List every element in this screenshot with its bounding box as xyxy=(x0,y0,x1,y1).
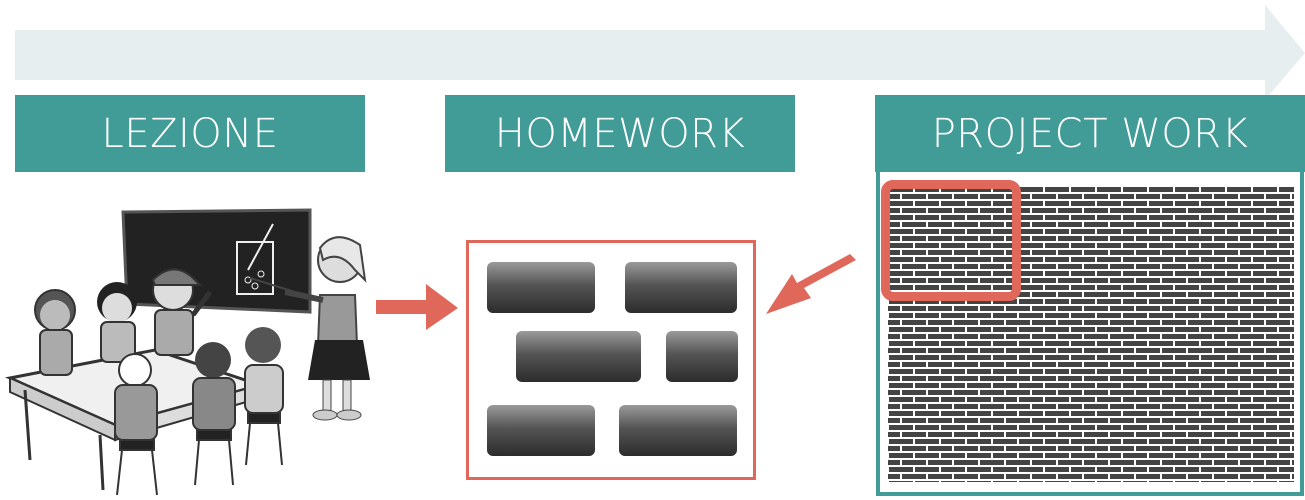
brick xyxy=(619,405,737,456)
brick xyxy=(666,331,738,382)
brick xyxy=(487,262,595,313)
classroom-illustration xyxy=(5,208,370,496)
red-arrow-icon xyxy=(766,254,856,314)
brick xyxy=(625,262,737,313)
homework-frame xyxy=(466,240,756,480)
brick xyxy=(516,331,641,382)
brick xyxy=(487,405,595,456)
stage-label-text: HOMEWORK xyxy=(494,110,746,157)
red-arrow-icon xyxy=(376,284,458,330)
timeline-arrow-icon xyxy=(15,5,1305,100)
wall-section-highlight xyxy=(881,180,1021,301)
stage-label-homework: HOMEWORK xyxy=(445,95,795,172)
brick-wall xyxy=(888,186,1294,482)
stage-label-text: PROJECT WORK xyxy=(931,110,1249,157)
stage-label-text: LEZIONE xyxy=(101,110,279,157)
stage-label-lezione: LEZIONE xyxy=(15,95,365,172)
stage-label-project-work: PROJECT WORK xyxy=(875,95,1305,172)
